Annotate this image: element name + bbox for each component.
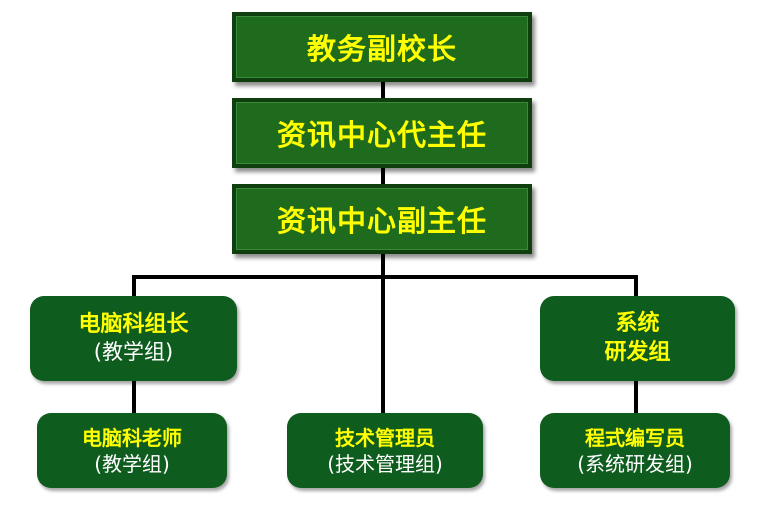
computer-head-box: 电脑科组长 (教学组) <box>30 296 237 381</box>
programmer-title: 程式编写员 <box>585 425 685 450</box>
computer-teacher-title: 电脑科老师 <box>82 425 182 450</box>
vice-principal-box: 教务副校长 <box>232 12 532 82</box>
programmer-box: 程式编写员 (系统研发组) <box>540 413 730 488</box>
connector-left-lower <box>132 380 136 414</box>
programmer-sub: (系统研发组) <box>577 451 693 476</box>
computer-head-title: 电脑科组长 <box>78 311 189 337</box>
deputy-director-box: 资讯中心副主任 <box>232 184 532 254</box>
acting-director-box: 资讯中心代主任 <box>232 98 532 168</box>
system-dev-box: 系统 研发组 <box>540 296 735 381</box>
tech-manager-box: 技术管理员 (技术管理组) <box>287 413 483 488</box>
system-dev-line1: 系统 <box>615 310 660 336</box>
computer-head-sub: (教学组) <box>93 340 174 365</box>
connector-right-drop <box>634 275 638 296</box>
connector-top-1 <box>381 80 385 98</box>
tech-manager-sub: (技术管理组) <box>327 451 443 476</box>
connector-horizontal-bar <box>132 275 638 279</box>
connector-trunk <box>381 254 385 414</box>
tech-manager-title: 技术管理员 <box>335 425 435 450</box>
deputy-director-label: 资讯中心副主任 <box>276 204 487 238</box>
computer-teacher-box: 电脑科老师 (教学组) <box>37 413 227 488</box>
connector-left-drop <box>132 275 136 296</box>
connector-top-2 <box>381 167 385 185</box>
vice-principal-label: 教务副校长 <box>306 32 457 66</box>
connector-right-lower <box>634 380 638 414</box>
acting-director-label: 资讯中心代主任 <box>276 118 487 152</box>
computer-teacher-sub: (教学组) <box>94 451 170 476</box>
system-dev-line2: 研发组 <box>604 339 671 365</box>
